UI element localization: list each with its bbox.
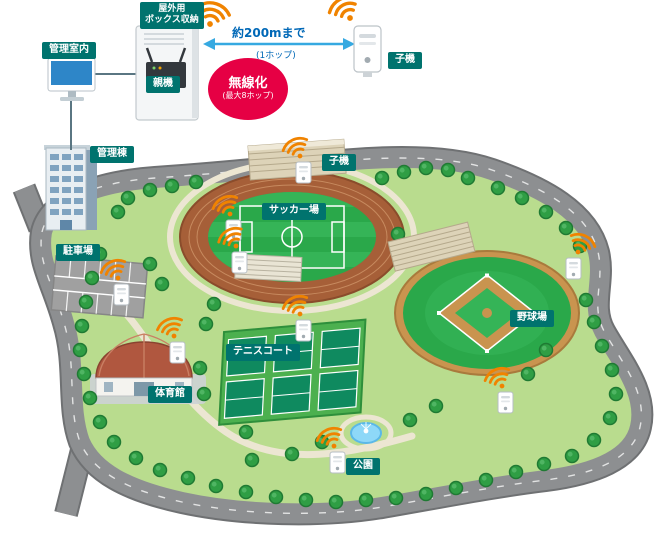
tennis-courts <box>218 318 367 426</box>
range-label: 約200mまで <box>232 26 306 40</box>
park-label: 公園 <box>346 458 380 475</box>
gym-label: 体育館 <box>148 386 192 403</box>
management-building <box>44 145 97 231</box>
management-room-label: 管理室内 <box>42 42 96 59</box>
fountain <box>350 422 382 444</box>
baseball-stands <box>387 221 476 272</box>
management-building-label: 管理棟 <box>90 146 134 163</box>
outdoor-box-label: 屋外用 ボックス収納 <box>140 2 204 29</box>
child-unit-label-map: 子機 <box>322 154 356 171</box>
soccer-field-label: サッカー場 <box>262 203 326 220</box>
outdoor-box <box>135 25 199 121</box>
range-arrow <box>203 38 355 50</box>
soccer-field <box>179 170 405 304</box>
wifi-icon <box>324 0 367 30</box>
child-unit-device <box>353 25 382 77</box>
tennis-court-label: テニスコート <box>226 344 300 361</box>
wireless-badge-subtitle: (最大8ホップ) <box>222 91 274 101</box>
baseball-field <box>394 250 580 376</box>
wireless-badge-title: 無線化 <box>228 76 268 92</box>
wireless-badge: 無線化 (最大8ホップ) <box>208 58 288 120</box>
range-sub-label: (1ホップ) <box>256 51 296 61</box>
management-monitor <box>47 57 96 101</box>
parent-unit-label: 親機 <box>146 76 180 93</box>
parking-label: 駐車場 <box>56 244 100 261</box>
child-unit-label-top: 子機 <box>388 52 422 69</box>
top-diagram <box>47 0 382 150</box>
baseball-field-label: 野球場 <box>510 310 554 327</box>
parking-lot <box>50 255 149 319</box>
